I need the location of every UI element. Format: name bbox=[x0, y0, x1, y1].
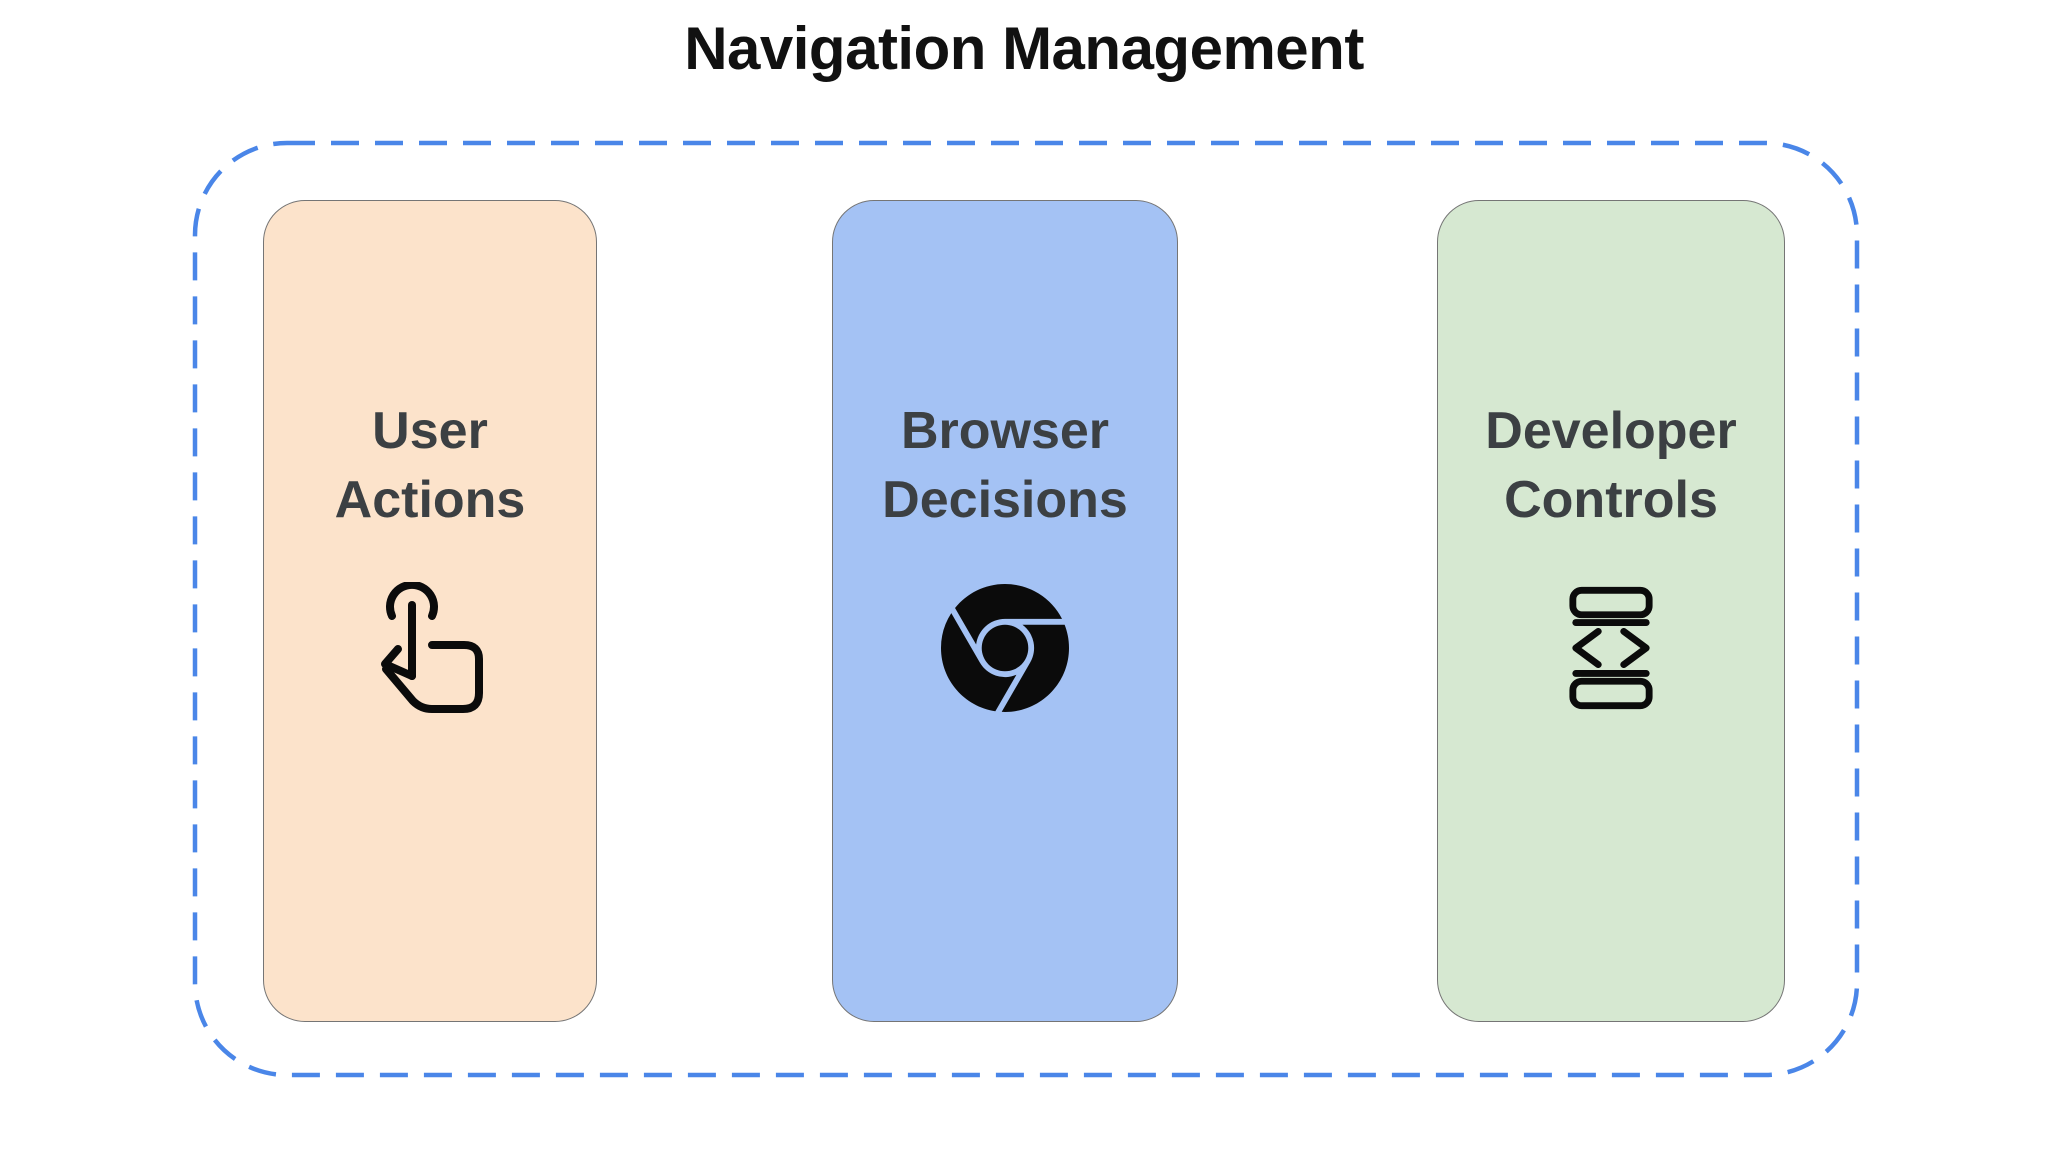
card-user-actions: User Actions bbox=[263, 200, 597, 1022]
chrome-browser-icon bbox=[941, 582, 1069, 714]
touch-gesture-icon bbox=[376, 582, 484, 714]
card-label-line1: Browser bbox=[900, 402, 1110, 460]
card-label-line2: Actions bbox=[334, 470, 526, 529]
card-developer-controls: Developer Controls bbox=[1437, 200, 1785, 1022]
card-label-line1: User bbox=[372, 402, 488, 460]
card-label: User Actions bbox=[335, 397, 526, 534]
dashed-boundary bbox=[192, 140, 1860, 1078]
card-browser-decisions: Browser Decisions bbox=[832, 200, 1178, 1022]
card-label-line2: Controls bbox=[1504, 470, 1718, 529]
card-label-line1: Developer bbox=[1485, 402, 1737, 460]
diagram-title: Navigation Management bbox=[684, 15, 1364, 82]
card-label-line2: Decisions bbox=[882, 470, 1128, 529]
dashed-boundary-rect bbox=[192, 140, 1860, 1078]
card-label: Developer Controls bbox=[1485, 397, 1736, 534]
card-label: Browser Decisions bbox=[882, 397, 1128, 534]
developer-mode-icon bbox=[1566, 582, 1656, 714]
